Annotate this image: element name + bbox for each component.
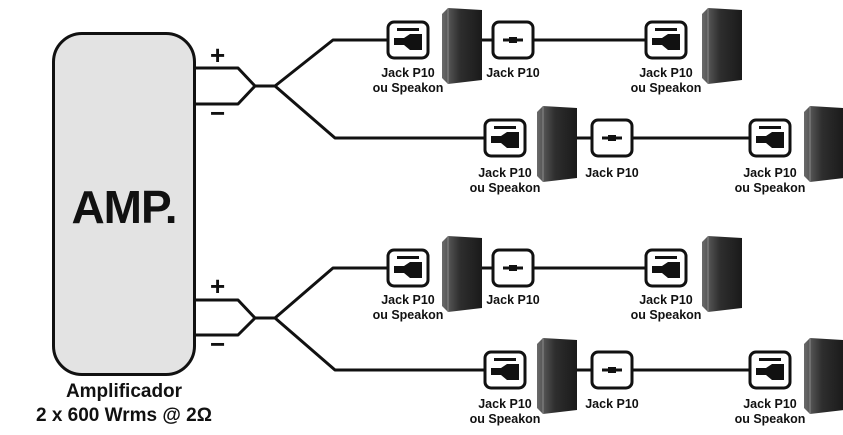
- channel-2-plus-sign: +: [210, 271, 226, 301]
- channel-1-branch-2-connector-2: [590, 118, 634, 158]
- amplifier-box: [52, 32, 196, 376]
- channel-1-branch-2-connector-3: [748, 118, 792, 158]
- channel-2-branch-2-connector-3: [748, 350, 792, 390]
- channel-2-branch-1-speaker-2: [702, 236, 742, 312]
- channel-1-branch-1-speaker-1: [442, 8, 482, 84]
- channel-2-branch-1-connector-1: [386, 248, 430, 288]
- channel-2-branch-1-connector-3: [644, 248, 688, 288]
- amplifier-caption-line1: Amplificador: [65, 381, 183, 402]
- channel-2-branch-2-cable: [274, 316, 485, 372]
- channel-2-branch-2-label-2: Jack P10: [585, 397, 639, 411]
- channel-1-positive-wire: [196, 66, 275, 88]
- channel-1-branch-1-label-2: Jack P10: [486, 66, 540, 80]
- channel-1-branch-2-cable: [274, 84, 485, 140]
- channel-1-branch-1-cable: [274, 38, 388, 88]
- channel-1-branch-1-speaker-2: [702, 8, 742, 84]
- channel-2-positive-wire: [196, 298, 275, 320]
- channel-1-branch-2-connector-1: [483, 118, 527, 158]
- channel-1-plus-sign: +: [210, 40, 226, 70]
- channel-2-branch-2-speaker-2: [804, 338, 843, 414]
- channel-2-branch-2-connector-2: [590, 350, 634, 390]
- channel-2-branch-1-cable: [274, 266, 388, 320]
- channel-2-branch-1-connector-2: [491, 248, 535, 288]
- channel-1-branch-1-connector-3: [644, 20, 688, 60]
- channel-1-branch-1-connector-2: [491, 20, 535, 60]
- amplifier-caption: Amplificador 2 x 600 Wrms @ 2Ω: [0, 380, 248, 428]
- channel-2-branch-2-speaker-1: [537, 338, 577, 414]
- channel-1-branch-2-label-2: Jack P10: [585, 166, 639, 180]
- channel-1-negative-wire: [196, 84, 257, 106]
- channel-1-branch-1-connector-1: [386, 20, 430, 60]
- amplifier-label: AMP.: [71, 181, 177, 233]
- channel-2-minus-sign: −: [210, 329, 226, 359]
- channel-2-branch-2-connector-1: [483, 350, 527, 390]
- channel-1-minus-sign: −: [210, 98, 226, 128]
- channel-1-branch-2-speaker-2: [804, 106, 843, 182]
- channel-2-branch-1-label-2: Jack P10: [486, 293, 540, 307]
- channel-2-branch-1-speaker-1: [442, 236, 482, 312]
- channel-2-negative-wire: [196, 316, 257, 337]
- amplifier-caption-line2: 2 x 600 Wrms @ 2Ω: [35, 405, 212, 426]
- channel-1-branch-2-speaker-1: [537, 106, 577, 182]
